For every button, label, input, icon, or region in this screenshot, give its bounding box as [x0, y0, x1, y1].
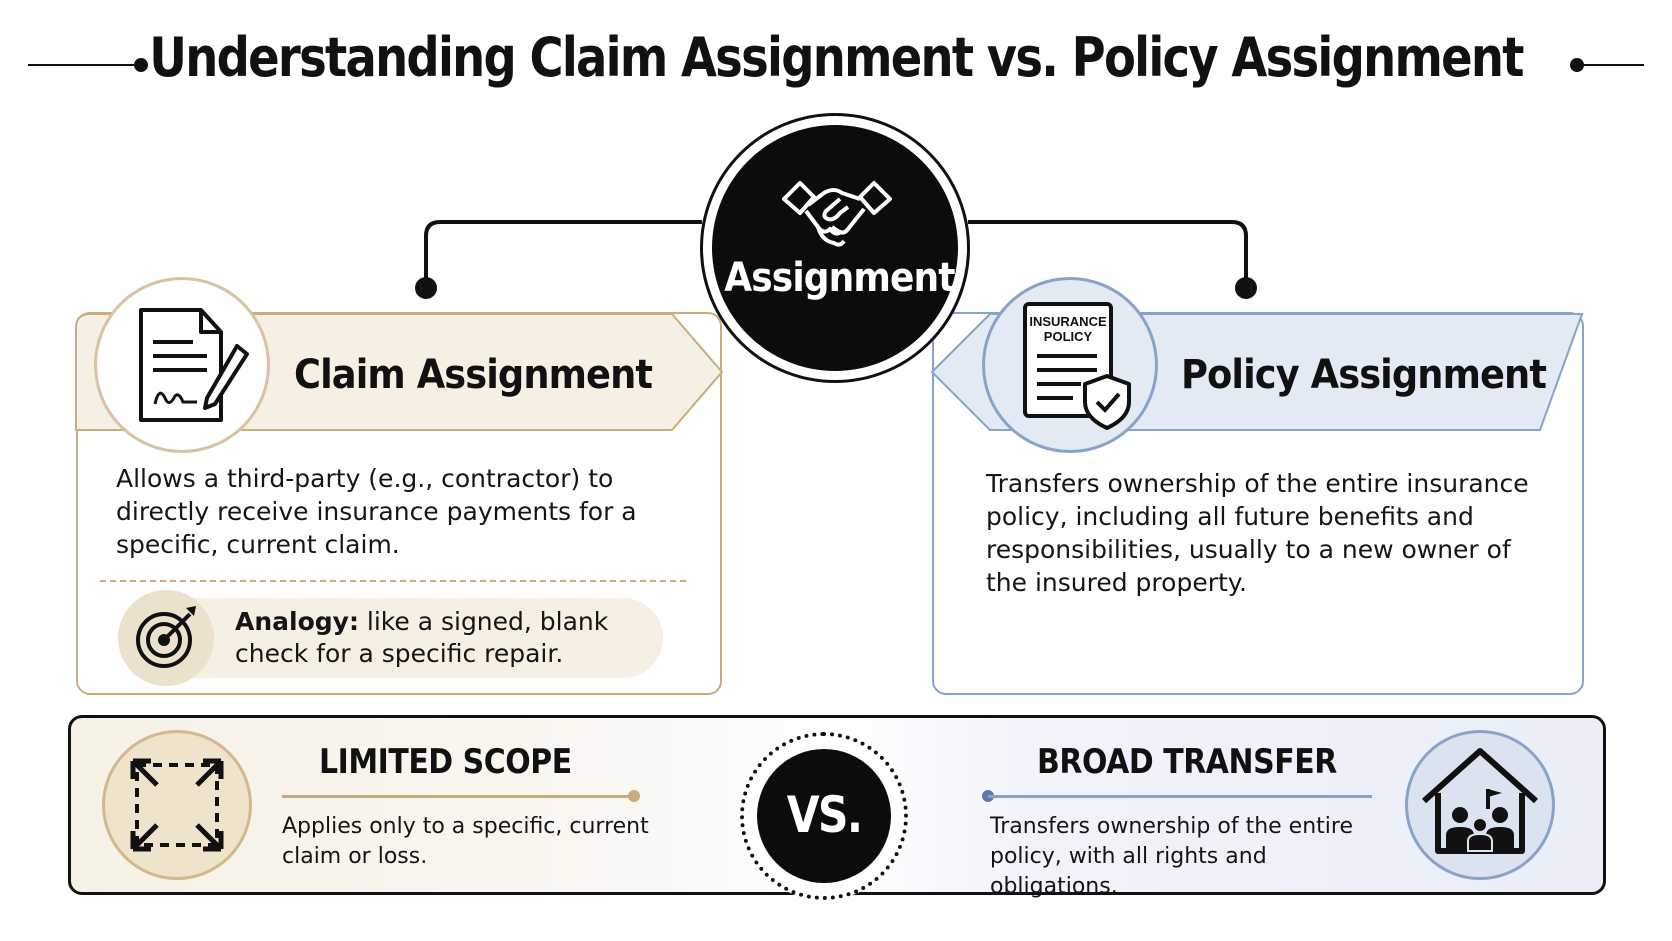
title-row: Understanding Claim Assignment vs. Polic… — [0, 22, 1672, 102]
limited-scope-rule-dot — [628, 790, 640, 802]
assignment-label: Assignment — [724, 255, 955, 301]
vs-label: VS. — [786, 786, 863, 844]
assignment-hub: Assignment — [700, 113, 970, 383]
broad-transfer-rule — [988, 795, 1372, 798]
policy-icon-text-1: INSURANCE — [1029, 314, 1107, 329]
claim-title: Claim Assignment — [294, 352, 653, 398]
policy-title: Policy Assignment — [1181, 352, 1547, 398]
house-family-icon — [1405, 730, 1555, 880]
signed-document-icon — [94, 277, 270, 453]
limited-scope-rule — [282, 795, 634, 798]
analogy-body: like a signed, blank check for a specifi… — [235, 607, 609, 668]
limited-scope-title: LIMITED SCOPE — [319, 742, 572, 782]
handshake-icon — [782, 181, 892, 247]
page-title: Understanding Claim Assignment vs. Polic… — [149, 26, 1524, 89]
policy-icon-text-2: POLICY — [1044, 329, 1093, 344]
broad-transfer-title: BROAD TRANSFER — [1037, 742, 1337, 782]
title-right-line — [1572, 64, 1644, 66]
title-left-line — [28, 64, 140, 66]
target-icon — [118, 590, 214, 686]
assignment-hub-inner: Assignment — [712, 125, 958, 371]
title-left-dot — [134, 58, 148, 72]
policy-description: Transfers ownership of the entire insura… — [986, 469, 1529, 597]
vs-badge: VS. — [757, 749, 891, 883]
limited-scope-text: Applies only to a specific, current clai… — [282, 814, 649, 869]
expand-arrows-icon — [102, 730, 252, 880]
claim-divider — [100, 580, 686, 582]
broad-transfer-text: Transfers ownership of the entire policy… — [990, 814, 1353, 899]
insurance-policy-icon: INSURANCE POLICY — [982, 277, 1158, 453]
claim-description: Allows a third-party (e.g., contractor) … — [116, 464, 637, 559]
analogy-label: Analogy: — [235, 607, 359, 636]
analogy-text: Analogy: like a signed, blank check for … — [235, 606, 665, 670]
